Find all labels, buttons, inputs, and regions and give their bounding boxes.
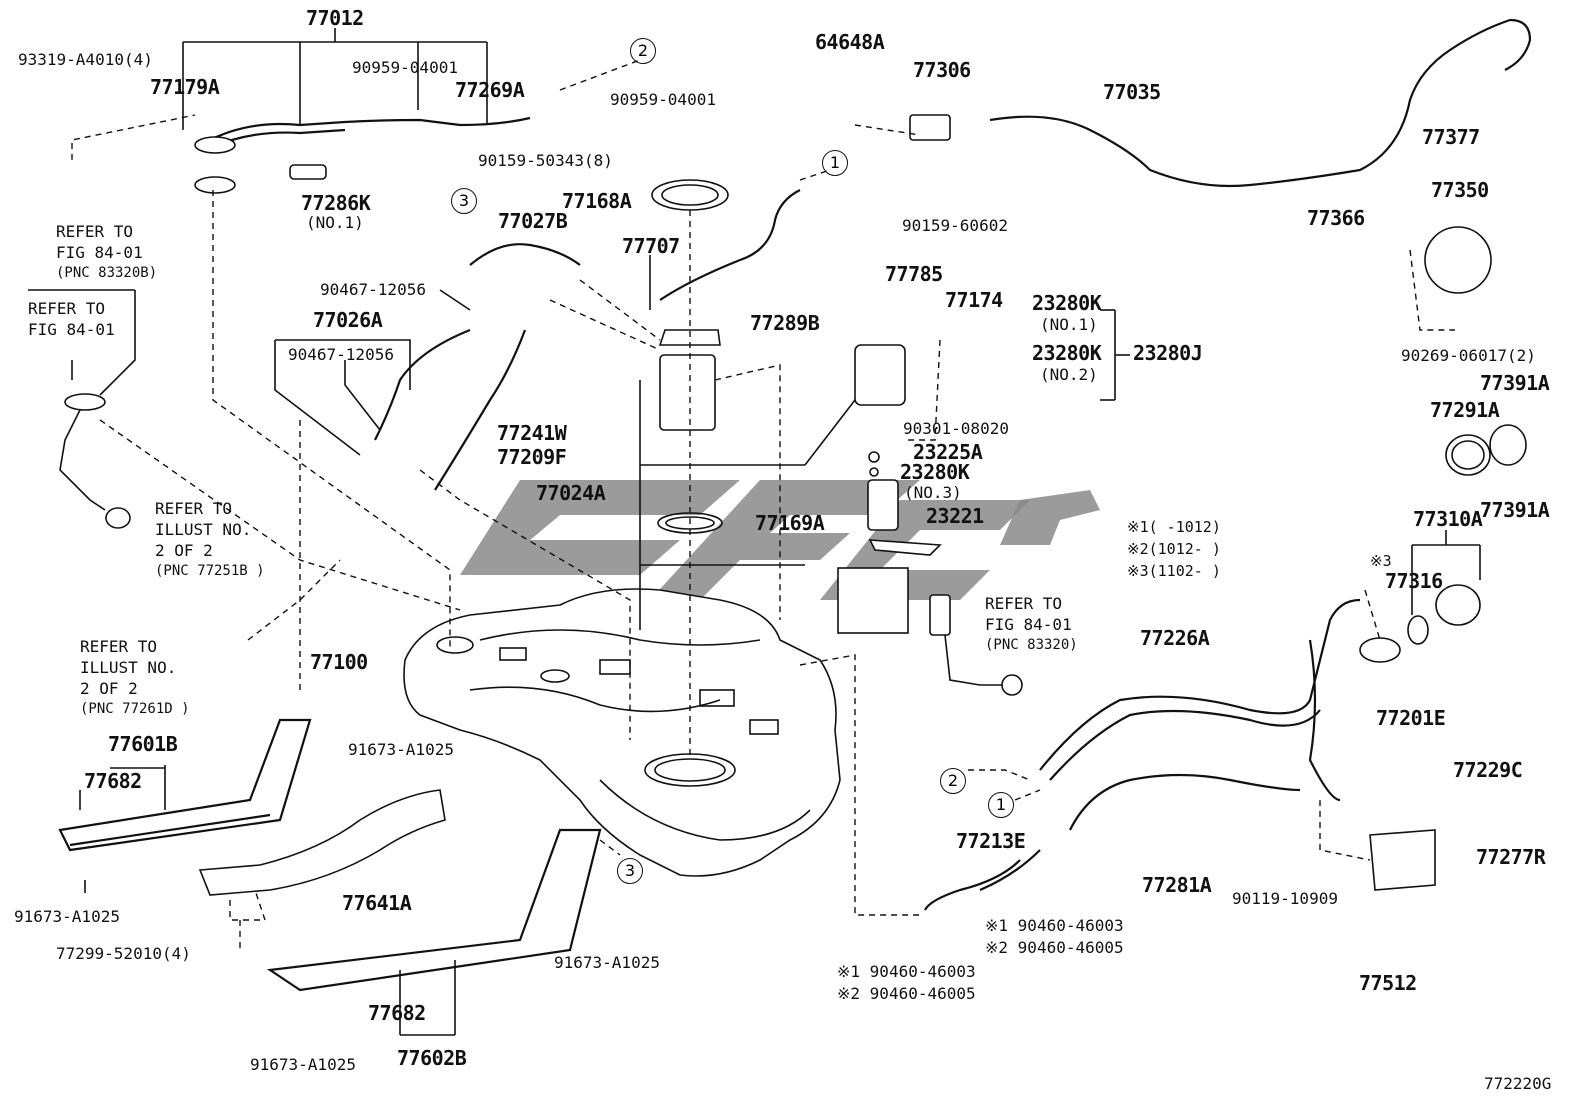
part-90467-b: 90467-12056 — [288, 345, 394, 364]
part-77286K-no: (NO.1) — [306, 213, 364, 232]
circled-ref-2-bottom: 2 — [940, 768, 966, 794]
circled-ref-1-top: 1 — [822, 150, 848, 176]
part-90269: 90269-06017(2) — [1401, 346, 1536, 365]
part-77286K: 77286K — [301, 191, 371, 215]
part-77026A: 77026A — [313, 308, 383, 332]
part-77012: 77012 — [306, 6, 364, 30]
part-91673-c: 91673-A1025 — [554, 953, 660, 972]
part-77306: 77306 — [913, 58, 971, 82]
part-77241W: 77241W — [497, 421, 567, 445]
part-77391A-1: 77391A — [1480, 371, 1550, 395]
fuel-pump-assembly — [651, 179, 942, 634]
part-77316: 77316 — [1385, 569, 1443, 593]
circled-ref-2-top: 2 — [630, 38, 656, 64]
refer-note-illust-77261d: REFER TO ILLUST NO. 2 OF 2 (PNC 77261D ) — [80, 637, 190, 717]
tank-straps — [58, 718, 602, 992]
part-23280K-3: 23280K — [900, 460, 970, 484]
part-90959-a: 90959-04001 — [352, 58, 458, 77]
part-23280J: 23280J — [1133, 341, 1203, 365]
part-77602B: 77602B — [397, 1046, 467, 1070]
filler-neck — [194, 114, 1527, 891]
part-23280K-1-no: (NO.1) — [1040, 315, 1098, 334]
diagram-id: 772220G — [1484, 1074, 1552, 1093]
part-77289B: 77289B — [750, 311, 820, 335]
hoses — [209, 18, 1532, 911]
part-90467-a: 90467-12056 — [320, 280, 426, 299]
part-77299: 77299-52010(4) — [56, 944, 191, 963]
part-90301: 90301-08020 — [903, 419, 1009, 438]
part-90460-1b: ※1 90460-46003 — [837, 962, 976, 981]
part-77785: 77785 — [885, 262, 943, 286]
part-77377: 77377 — [1422, 125, 1480, 149]
part-77179A: 77179A — [150, 75, 220, 99]
part-91673-b: 91673-A1025 — [14, 907, 120, 926]
part-77100: 77100 — [310, 650, 368, 674]
part-23280K-2-no: (NO.2) — [1040, 365, 1098, 384]
part-77209F: 77209F — [497, 445, 567, 469]
part-90460-2a: ※2 90460-46005 — [985, 938, 1124, 957]
part-77277R: 77277R — [1476, 845, 1546, 869]
circled-ref-1-bottom: 1 — [988, 792, 1014, 818]
part-64648A: 64648A — [815, 30, 885, 54]
refer-note-fig84-01: REFER TO FIG 84-01 — [28, 299, 115, 339]
part-77035: 77035 — [1103, 80, 1161, 104]
footnotes: ※1( -1012) ※2(1012- ) ※3(1102- ) — [1127, 518, 1221, 580]
part-77512: 77512 — [1359, 971, 1417, 995]
part-23280K-3-no: (NO.3) — [904, 483, 962, 502]
part-77310A: 77310A — [1413, 507, 1483, 531]
part-90159-50343: 90159-50343(8) — [478, 151, 613, 170]
refer-note-fig84-01-83320: REFER TO FIG 84-01 (PNC 83320) — [985, 594, 1078, 653]
part-91673-a: 91673-A1025 — [348, 740, 454, 759]
part-77350: 77350 — [1431, 178, 1489, 202]
part-77226A: 77226A — [1140, 626, 1210, 650]
part-23225A: 23225A — [913, 440, 983, 464]
part-91673-d: 91673-A1025 — [250, 1055, 356, 1074]
part-93319: 93319-A4010(4) — [18, 50, 153, 69]
leaders — [28, 255, 1481, 1036]
part-77601B: 77601B — [108, 732, 178, 756]
part-90959-b: 90959-04001 — [610, 90, 716, 109]
part-77707: 77707 — [622, 234, 680, 258]
part-77169A: 77169A — [755, 511, 825, 535]
fuel-tank-77100 — [403, 588, 841, 877]
part-77391A-2: 77391A — [1480, 498, 1550, 522]
part-77682-a: 77682 — [84, 769, 142, 793]
part-23280K-2: 23280K — [1032, 341, 1102, 365]
part-77366: 77366 — [1307, 206, 1365, 230]
part-23280K-1: 23280K — [1032, 291, 1102, 315]
part-90460-1a: ※1 90460-46003 — [985, 916, 1124, 935]
part-90460-2b: ※2 90460-46005 — [837, 984, 976, 1003]
part-90159-60602: 90159-60602 — [902, 216, 1008, 235]
part-77229C: 77229C — [1453, 758, 1523, 782]
part-23221: 23221 — [926, 504, 984, 528]
part-77024A: 77024A — [536, 481, 606, 505]
part-90119: 90119-10909 — [1232, 889, 1338, 908]
star3-marker: ※3 — [1370, 552, 1392, 570]
part-77174: 77174 — [945, 288, 1003, 312]
part-77641A: 77641A — [342, 891, 412, 915]
refer-note-illust-77251b: REFER TO ILLUST NO. 2 OF 2 (PNC 77251B ) — [155, 499, 265, 579]
sender-gauges — [59, 393, 1023, 696]
circled-ref-3-bottom: 3 — [617, 858, 643, 884]
part-77269A: 77269A — [455, 78, 525, 102]
leader-77012 — [182, 28, 488, 130]
reference-lines — [71, 59, 1455, 948]
part-77291A: 77291A — [1430, 398, 1500, 422]
part-77201E: 77201E — [1376, 706, 1446, 730]
part-77281A: 77281A — [1142, 873, 1212, 897]
refer-note-fig84-01-83320b: REFER TO FIG 84-01 (PNC 83320B) — [56, 222, 158, 281]
part-77027B: 77027B — [498, 209, 568, 233]
part-77682-b: 77682 — [368, 1001, 426, 1025]
part-77213E: 77213E — [956, 829, 1026, 853]
circled-ref-3-top: 3 — [451, 188, 477, 214]
part-77168A: 77168A — [562, 189, 632, 213]
